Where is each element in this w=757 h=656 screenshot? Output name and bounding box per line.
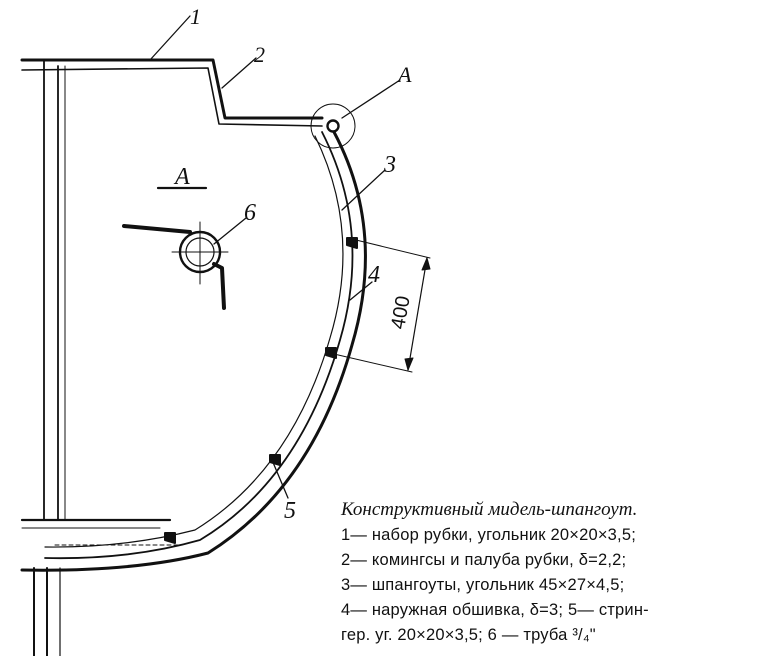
detail-mark-a: А: [396, 62, 412, 87]
dim-line: [407, 257, 428, 371]
pipe-rail-vertical: [212, 262, 226, 310]
callout-2: 2: [254, 42, 265, 67]
outer-plating-4: [20, 130, 367, 572]
callout-3: 3: [383, 152, 396, 178]
frame-3-curve: [44, 131, 354, 560]
stringer-5-a: [346, 237, 358, 249]
caption-line: 4— наружная обшивка, δ=3; 5— стрин-: [341, 601, 649, 619]
dim-ext-bottom: [333, 353, 413, 373]
frame-3-inner-curve: [44, 135, 344, 548]
caption-line: 1— набор рубки, угольник 20×20×3,5;: [341, 526, 636, 544]
leader-3: [341, 169, 386, 211]
caption-title: Конструктивный мидель-шпангоут.: [341, 499, 638, 520]
dim-ext-top: [355, 239, 431, 259]
dim-arrow-top: [421, 257, 431, 271]
callout-5: 5: [284, 498, 296, 524]
callout-1: 1: [190, 4, 201, 29]
caption-line: гер. уг. 20×20×3,5; 6 — труба ³/₄": [341, 626, 596, 644]
caption-line: 3— шпангоуты, угольник 45×27×4,5;: [341, 576, 625, 594]
leader-6: [213, 217, 247, 245]
cabin-framing-1: [20, 58, 324, 120]
coaming-rod: [326, 119, 340, 133]
figure-caption: Конструктивный мидель-шпангоут. 1— набор…: [341, 497, 751, 648]
leader-a: [341, 79, 401, 119]
dimension-label: 400: [387, 294, 414, 331]
leader-5: [271, 459, 289, 499]
leader-4: [349, 281, 373, 301]
caption-line: 2— комингсы и палуба рубки, δ=2,2;: [341, 551, 627, 569]
detail-a-circle: [310, 103, 356, 149]
leader-1: [149, 15, 191, 61]
stringer-5-b: [325, 347, 337, 359]
cabin-framing-1-inner: [21, 67, 323, 127]
callout-4: 4: [368, 262, 380, 288]
callout-6: 6: [244, 200, 256, 226]
pipe-rail-horizontal: [122, 224, 192, 234]
stringer-5-d: [164, 532, 176, 544]
dim-arrow-bottom: [404, 357, 414, 371]
leader-2: [221, 57, 257, 89]
section-mark-a: А: [173, 164, 190, 190]
